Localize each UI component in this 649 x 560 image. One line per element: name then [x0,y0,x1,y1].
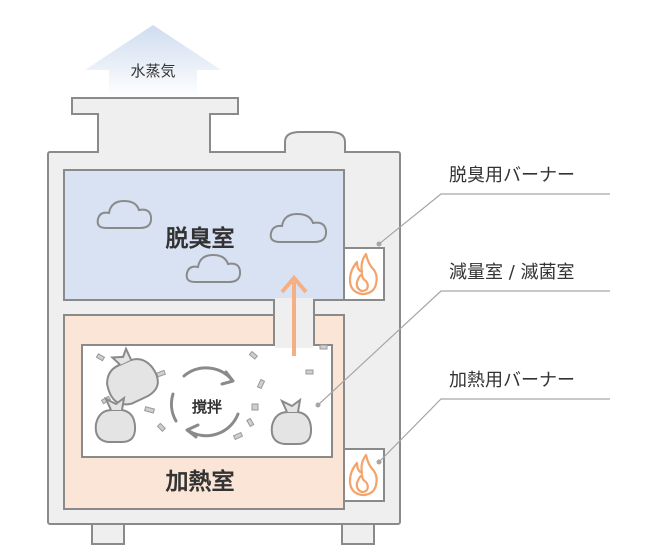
heat-room-label: 加熱室 [165,468,235,495]
cloud-icon [269,212,328,243]
cloud-icon [96,199,153,229]
steam-arrow: 水蒸気 [85,25,221,98]
cloud-icon [185,253,242,283]
debris [95,344,328,441]
garbage-bag-icon [94,395,137,443]
flame-icon [348,252,378,296]
steam-label: 水蒸気 [130,62,175,80]
up-arrow-icon [280,274,308,356]
garbage-bag-icon [106,346,159,406]
callout-heat-burner: 加熱用バーナー [449,370,575,391]
deodorize-room-label: 脱臭室 [166,225,235,252]
callout-deodorize-burner: 脱臭用バーナー [449,165,575,186]
garbage-bag-icon [270,397,313,445]
rotate-arrows-icon [169,366,240,439]
callout-leaders [317,193,610,463]
flame-icon [348,453,378,497]
callout-reduction-room: 減量室 / 滅菌室 [449,262,575,283]
stir-label: 撹拌 [192,398,222,416]
